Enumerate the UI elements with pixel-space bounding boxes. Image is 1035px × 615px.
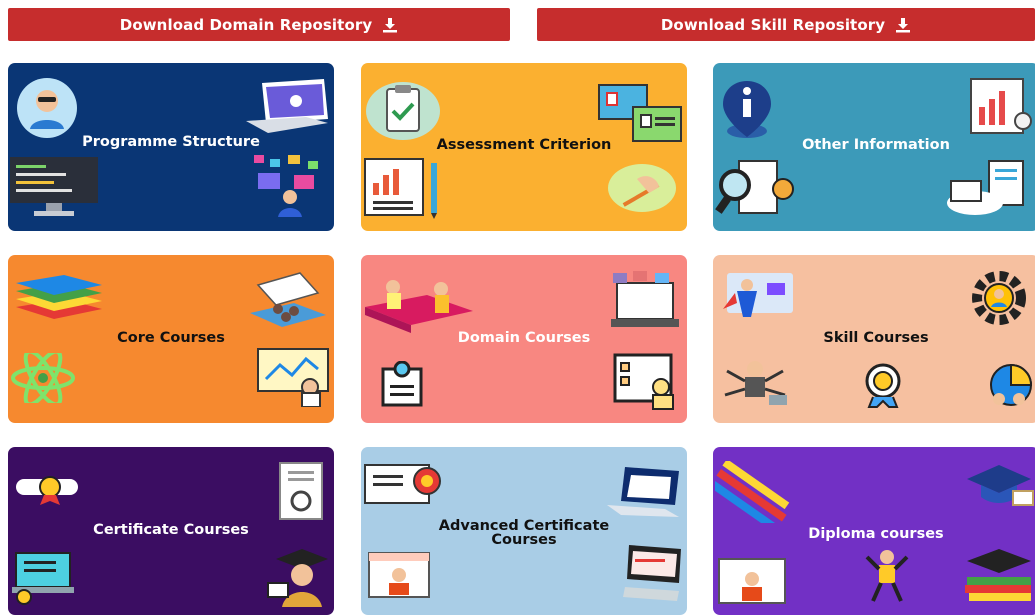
certificate-document-icon bbox=[279, 462, 323, 520]
download-skill-label: Download Skill Repository bbox=[660, 15, 886, 34]
card-title: Skill Courses bbox=[823, 330, 929, 346]
download-icon bbox=[896, 17, 911, 32]
writing-hand-icon bbox=[608, 164, 676, 212]
checklist-presenter-icon bbox=[613, 353, 674, 410]
card-other-information[interactable]: Other Information bbox=[713, 63, 1035, 231]
card-title: Diploma courses bbox=[808, 526, 944, 542]
classroom-presentation-icon bbox=[250, 272, 326, 327]
online-course-laptop-icon bbox=[607, 467, 679, 517]
card-title: Advanced Certificate Courses bbox=[361, 518, 687, 548]
quiz-windows-icon bbox=[598, 84, 682, 142]
certificate-id-icon bbox=[381, 361, 423, 407]
download-skill-repository-button[interactable]: Download Skill Repository bbox=[537, 8, 1035, 41]
download-icon bbox=[383, 17, 398, 32]
desktop-computer-icon bbox=[623, 545, 681, 601]
online-learning-icon bbox=[611, 271, 679, 327]
card-title: Certificate Courses bbox=[93, 522, 249, 538]
clipboard-checklist-icon bbox=[366, 82, 440, 140]
card-skill-courses[interactable]: Skill Courses bbox=[713, 255, 1035, 423]
card-advanced-certificate-courses[interactable]: Advanced Certificate Courses bbox=[361, 447, 687, 615]
cloud-document-icon bbox=[947, 160, 1024, 215]
card-programme-structure[interactable]: Programme Structure bbox=[8, 63, 334, 231]
video-lesson-icon bbox=[368, 552, 430, 598]
graduation-cap-icon bbox=[967, 465, 1034, 506]
download-domain-repository-button[interactable]: Download Domain Repository bbox=[8, 8, 510, 41]
download-domain-label: Download Domain Repository bbox=[119, 15, 373, 34]
award-badge-icon bbox=[865, 363, 901, 408]
analytics-report-icon bbox=[970, 78, 1032, 134]
gear-person-icon bbox=[972, 271, 1026, 325]
card-title-line1: Advanced Certificate bbox=[438, 518, 610, 534]
card-domain-courses[interactable]: Domain Courses bbox=[361, 255, 687, 423]
card-title-line2: Courses bbox=[491, 532, 557, 548]
info-pin-icon bbox=[723, 81, 771, 138]
video-lesson-icon bbox=[718, 558, 786, 604]
diploma-scroll-icon bbox=[16, 476, 78, 505]
user-avatar-icon bbox=[17, 78, 77, 138]
computer-monitor-icon bbox=[10, 157, 98, 216]
card-diploma-courses[interactable]: Diploma courses bbox=[713, 447, 1035, 615]
jumping-student-icon bbox=[865, 550, 909, 602]
bar-chart-document-icon bbox=[364, 158, 437, 219]
card-assessment-criterion[interactable]: Assessment Criterion bbox=[361, 63, 687, 231]
teacher-board-icon bbox=[257, 348, 329, 407]
laptop-video-icon bbox=[246, 79, 328, 133]
students-on-book-icon bbox=[365, 280, 473, 333]
books-cap-icon bbox=[965, 549, 1031, 601]
certificate-badge-icon bbox=[364, 464, 441, 504]
graduate-student-icon bbox=[267, 549, 328, 607]
online-certificate-icon bbox=[12, 552, 74, 605]
card-title: Domain Courses bbox=[457, 330, 591, 346]
card-title: Other Information bbox=[802, 137, 950, 153]
superhero-presentation-icon bbox=[723, 273, 793, 317]
card-title: Assessment Criterion bbox=[436, 137, 612, 153]
card-certificate-courses[interactable]: Certificate Courses bbox=[8, 447, 334, 615]
atom-icon bbox=[11, 353, 75, 403]
card-title: Programme Structure bbox=[82, 134, 260, 150]
multitasking-person-icon bbox=[724, 361, 787, 405]
team-pie-chart-icon bbox=[990, 363, 1033, 406]
document-search-gear-icon bbox=[715, 160, 794, 214]
developer-workstation-icon bbox=[254, 155, 318, 217]
card-core-courses[interactable]: Core Courses bbox=[8, 255, 334, 423]
books-stack-icon bbox=[16, 275, 102, 319]
card-title: Core Courses bbox=[117, 330, 225, 346]
crayons-pencils-icon bbox=[715, 461, 790, 523]
